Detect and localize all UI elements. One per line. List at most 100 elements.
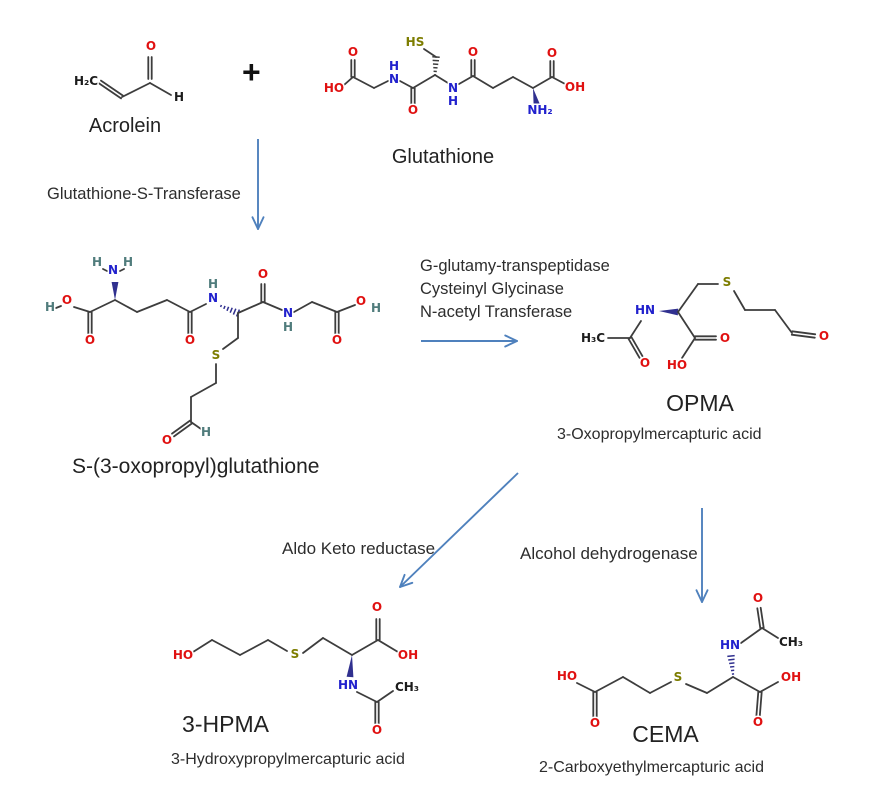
atom-label: O xyxy=(468,45,478,59)
bond xyxy=(434,74,449,84)
arrow-head xyxy=(251,216,259,230)
atom-label: N xyxy=(208,291,218,305)
bond xyxy=(412,74,436,89)
bond xyxy=(293,301,313,313)
atom-label: H xyxy=(283,320,293,334)
bond xyxy=(458,75,474,85)
bond xyxy=(758,691,763,719)
bond xyxy=(622,676,651,694)
arrow-head xyxy=(504,334,518,342)
atom-label: O xyxy=(332,333,342,347)
arrow-head xyxy=(701,589,709,603)
bond xyxy=(192,639,213,653)
bond xyxy=(761,627,779,639)
bond xyxy=(211,639,241,656)
bond xyxy=(576,682,596,693)
atom-label: N xyxy=(448,81,458,95)
atom-label: O xyxy=(356,294,366,308)
cema-fullname: 2-Carboxyethylmercapturic acid xyxy=(539,759,764,776)
hash-bond xyxy=(728,658,735,661)
bond xyxy=(190,382,217,398)
bond xyxy=(102,268,108,272)
hash-bond xyxy=(729,662,735,665)
atom-label: O xyxy=(85,333,95,347)
atom-label: HO xyxy=(324,81,344,95)
bond xyxy=(149,82,172,96)
arrow-head xyxy=(257,216,265,230)
bond xyxy=(755,690,760,718)
atom-label: H xyxy=(208,277,218,291)
atom-label: HO xyxy=(667,358,687,372)
atom-label: H xyxy=(448,94,458,108)
bond xyxy=(352,76,375,89)
bond xyxy=(237,301,264,314)
bond xyxy=(373,80,389,89)
atom-label: HO xyxy=(557,669,577,683)
bond xyxy=(423,48,437,58)
bond xyxy=(740,627,763,644)
bond xyxy=(189,303,207,313)
gst-enzyme-label: Glutathione-S-Transferase xyxy=(47,185,241,203)
bond xyxy=(171,419,191,435)
bond xyxy=(336,304,356,313)
atom-label: O xyxy=(753,591,763,605)
atom-label: O xyxy=(408,103,418,117)
hpma-fullname: 3-Hydroxypropylmercapturic acid xyxy=(171,751,405,768)
plus-sign: + xyxy=(242,54,261,90)
hash-bond xyxy=(229,307,233,313)
wedge-bond xyxy=(346,655,354,678)
atom-label: N xyxy=(108,263,118,277)
bond xyxy=(262,301,283,311)
bond xyxy=(759,681,779,693)
atom-label: HN xyxy=(338,678,358,692)
bond xyxy=(98,82,122,100)
atom-label: H xyxy=(123,255,133,269)
sopg-label: S-(3-oxopropyl)glutathione xyxy=(72,455,320,478)
hash-bond xyxy=(232,308,237,315)
arrow-head xyxy=(399,573,406,588)
atom-label: H xyxy=(389,59,399,73)
atom-label: O xyxy=(753,715,763,729)
bond xyxy=(681,337,696,359)
bond xyxy=(629,320,642,339)
hash-bond xyxy=(219,304,223,308)
bond xyxy=(136,299,168,313)
bond xyxy=(756,607,762,630)
bond xyxy=(512,76,534,89)
atom-label: O xyxy=(372,723,382,737)
enzyme-line-1: G-glutamy-transpeptidase xyxy=(420,257,610,275)
enzyme-line-3: N-acetyl Transferase xyxy=(420,303,573,321)
hash-bond xyxy=(226,306,230,312)
atom-label: N xyxy=(283,306,293,320)
atom-label: H xyxy=(201,425,211,439)
bond xyxy=(190,421,202,430)
opma-label: OPMA xyxy=(666,390,734,416)
arrow-line xyxy=(399,472,519,588)
arrow-head xyxy=(695,589,703,603)
bond xyxy=(119,268,125,272)
bond xyxy=(376,690,394,703)
atom-label: O xyxy=(720,331,730,345)
atom-label: O xyxy=(372,600,382,614)
adh-enzyme-label: Alcohol dehydrogenase xyxy=(520,544,698,563)
glutathione-label: Glutathione xyxy=(391,146,495,168)
atom-label: S xyxy=(291,647,300,661)
atom-label: S xyxy=(212,348,221,362)
atom-label: H xyxy=(45,300,55,314)
atom-label: H₃C xyxy=(581,331,605,345)
wedge-bond xyxy=(111,282,119,300)
bond xyxy=(732,676,761,693)
enzyme-line-2: Cysteinyl Glycinase xyxy=(420,280,564,298)
atom-label: HN xyxy=(720,638,740,652)
bond xyxy=(121,82,151,98)
bond xyxy=(173,422,193,438)
atom-label: N xyxy=(389,72,399,86)
bond xyxy=(492,76,514,89)
atom-label: O xyxy=(547,46,557,60)
wedge-bond xyxy=(659,308,679,316)
